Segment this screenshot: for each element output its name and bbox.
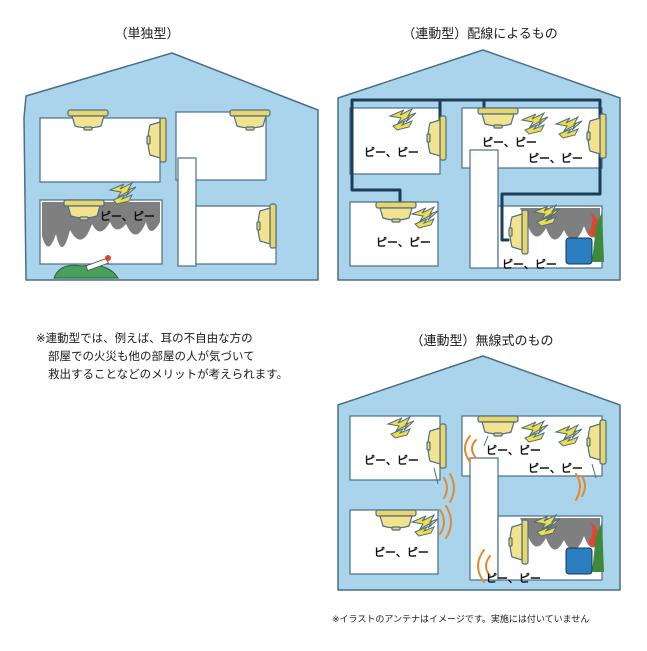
beep-label: ピー、ピー	[486, 572, 541, 585]
heater-icon	[565, 547, 593, 575]
antenna-note: ※イラストのアンテナはイメージです。実施には付いていません	[332, 613, 589, 625]
radio-wave-icon	[439, 505, 452, 539]
linked-note: ※連動型では、例えば、耳の不自由な方の 部屋での火災も他の部屋の人が気づいて 救…	[36, 331, 288, 381]
beep-label: ピー、ピー	[528, 152, 583, 165]
beep-label: ピー、ピー	[374, 546, 429, 559]
curtain-icon	[592, 522, 604, 572]
hallway	[469, 149, 499, 269]
wall-detector	[426, 423, 447, 469]
beep-label: ピー、ピー	[486, 444, 541, 457]
wall-detector-alarming	[508, 519, 529, 565]
interconnect-wiring	[350, 98, 602, 242]
radio-wave-icon	[575, 473, 586, 501]
wall-detector-alarming	[508, 209, 529, 255]
rug	[53, 264, 119, 279]
panel-wireless-title: （連動型）無線式のもの	[410, 333, 553, 349]
note-line-3: 救出することなどのメリットが考えられます。	[48, 367, 288, 381]
panel-wired: （連動型）配線によるもの ピー、ピー ピー、ピー ピー、ピー ピー、ピー ピー、…	[337, 26, 621, 281]
wall-detector	[146, 117, 167, 163]
beep-label: ピー、ピー	[528, 462, 583, 475]
beep-label: ピー、ピー	[376, 236, 431, 249]
wall-detector	[586, 113, 607, 159]
room	[349, 107, 441, 175]
wall-detector	[426, 115, 447, 161]
hallway	[469, 457, 499, 581]
wall-detector	[586, 419, 607, 465]
beep-label: ピー、ピー	[100, 210, 155, 223]
curtain-icon	[592, 212, 604, 262]
panel-wired-title: （連動型）配線によるもの	[402, 26, 558, 42]
panel-standalone: （単独型） ピー、ピー	[23, 26, 319, 281]
radio-wave-icon	[443, 473, 455, 503]
panel-standalone-title: （単独型）	[114, 26, 179, 42]
antenna-icon	[433, 467, 439, 485]
radio-wave-icon	[464, 435, 477, 463]
smoke	[520, 208, 600, 241]
radio-wave-icon	[477, 549, 491, 583]
heater-icon	[565, 237, 593, 265]
note-line-1: ※連動型では、例えば、耳の不自由な方の	[36, 331, 253, 345]
hallway	[177, 157, 197, 267]
beep-label: ピー、ピー	[364, 146, 419, 159]
note-line-2: 部屋での火災も他の部屋の人が気づいて	[48, 349, 255, 363]
room	[349, 415, 441, 481]
panel-wireless: （連動型）無線式のもの ピー、ピー ピー、ピー ピー、ピー ピー、ピー	[337, 333, 621, 591]
antenna-icon	[483, 435, 489, 447]
antenna-icon	[591, 463, 597, 479]
room	[39, 117, 161, 183]
ember-icon	[105, 255, 111, 261]
wall-detector	[256, 203, 277, 249]
beep-label: ピー、ピー	[482, 136, 537, 149]
beep-label: ピー、ピー	[364, 454, 419, 467]
beep-label: ピー、ピー	[502, 258, 557, 271]
smoke	[520, 518, 600, 551]
